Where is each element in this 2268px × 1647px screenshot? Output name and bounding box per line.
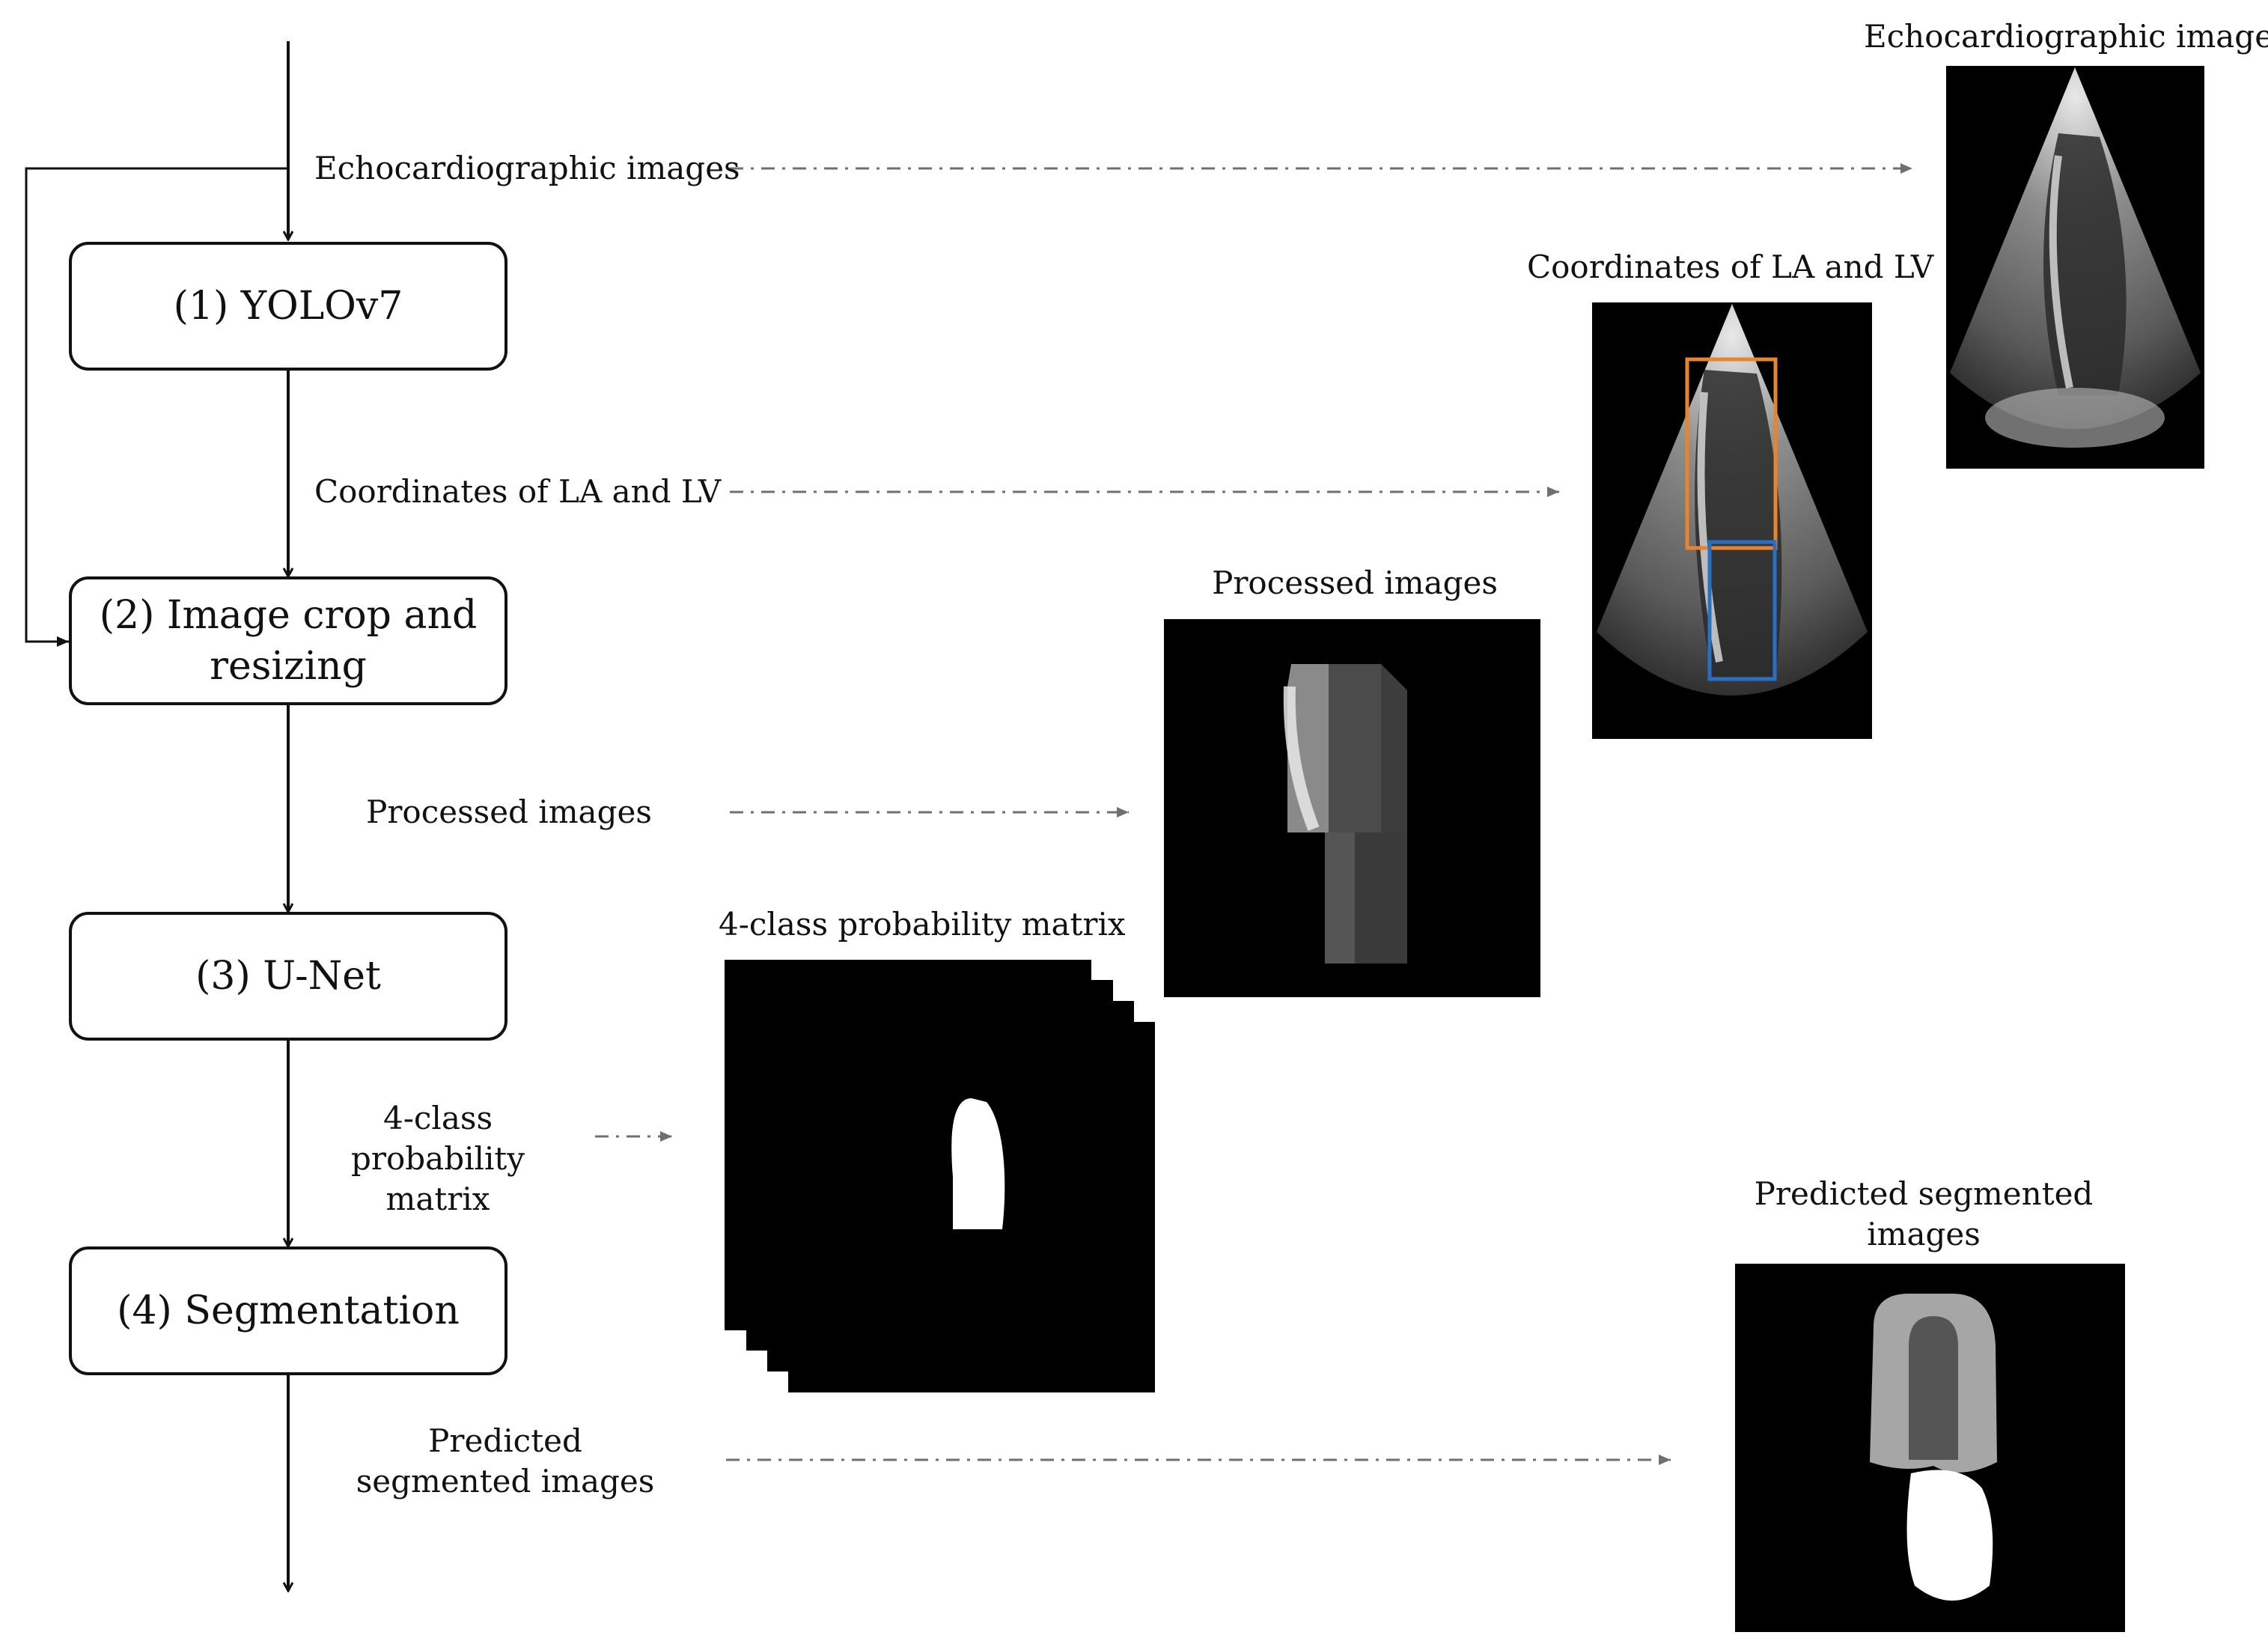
echo-image <box>1946 66 2204 469</box>
step-yolov7-box: (1) YOLOv7 <box>69 242 507 371</box>
caption-echo: Echocardiographic images <box>1864 18 2268 55</box>
caption-processed: Processed images <box>1212 564 1498 601</box>
step-crop-resize-label: (2) Image crop and resizing <box>99 593 478 689</box>
processed-image <box>1164 619 1540 997</box>
caption-prob: 4-class probability matrix <box>719 906 1126 943</box>
step-yolov7-label: (1) YOLOv7 <box>173 284 403 329</box>
caption-coords: Coordinates of LA and LV <box>1527 249 1934 285</box>
lv-bounding-box <box>1707 540 1777 681</box>
step-unet-label: (3) U-Net <box>195 954 381 999</box>
step-unet-box: (3) U-Net <box>69 912 507 1041</box>
step-segmentation-label: (4) Segmentation <box>117 1288 460 1333</box>
edge-label-prob: 4-class probability matrix <box>351 1100 525 1217</box>
predicted-segmentation-image <box>1735 1264 2125 1632</box>
coords-image <box>1592 302 1872 739</box>
prob-matrix-layer-1 <box>725 960 1091 1330</box>
caption-pred: Predicted segmented images <box>1754 1175 2094 1252</box>
edge-label-pred: Predicted segmented images <box>356 1422 655 1500</box>
la-bounding-box <box>1685 357 1778 550</box>
step-segmentation-box: (4) Segmentation <box>69 1246 507 1375</box>
bypass-arrow <box>25 167 288 647</box>
edge-label-echo: Echocardiographic images <box>314 150 740 186</box>
edge-label-processed: Processed images <box>366 794 652 830</box>
edge-label-coords: Coordinates of LA and LV <box>314 473 722 510</box>
step-crop-resize-box: (2) Image crop and resizing <box>69 576 507 705</box>
